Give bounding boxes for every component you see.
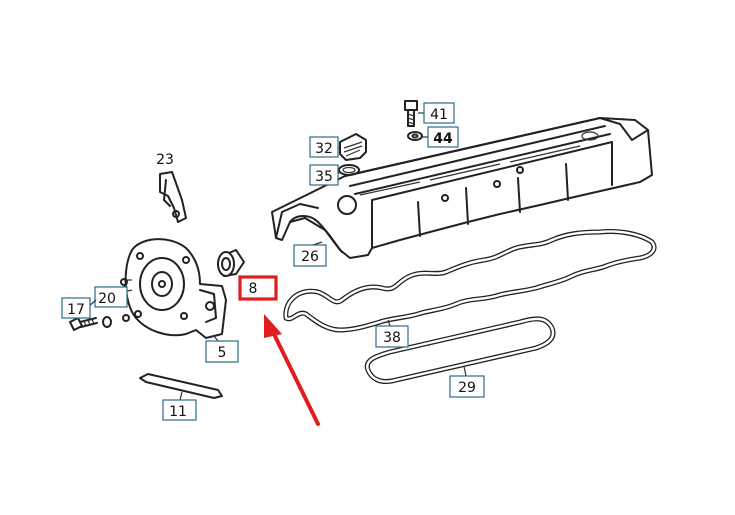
label-17: 17 [61,297,97,319]
red-arrow-pointer [264,314,320,426]
svg-text:29: 29 [458,380,476,396]
label-23: 23 [156,152,174,168]
svg-text:5: 5 [218,345,227,361]
svg-text:23: 23 [156,152,174,168]
svg-text:8: 8 [249,281,258,297]
pump-housing-drawing [123,238,227,339]
oil-filler-cap-drawing [338,133,367,176]
label-11: 11 [162,391,197,421]
svg-text:32: 32 [315,141,333,157]
label-38: 38 [375,319,409,348]
bracket-drawing [159,171,187,223]
rear-gasket-drawing [364,316,556,385]
label-20: 20 [94,283,128,308]
label-32: 32 [309,136,340,158]
label-35: 35 [309,164,341,186]
label-44: 44 [422,126,459,148]
bolt-and-washer-drawing [404,100,423,141]
label-26: 26 [293,241,327,267]
svg-text:20: 20 [98,291,116,307]
small-bolt-drawing [69,278,130,331]
valve-cover-gasket-drawing [283,229,657,333]
svg-text:35: 35 [315,169,333,185]
label-8-highlighted: 8 [238,275,278,301]
svg-text:26: 26 [301,249,319,265]
label-41: 41 [418,102,455,124]
strip-drawing [139,373,223,399]
roller-drawing [217,249,245,277]
label-5: 5 [205,335,239,363]
svg-text:17: 17 [67,302,85,318]
svg-text:11: 11 [169,404,187,420]
svg-text:44: 44 [433,131,453,147]
svg-text:41: 41 [430,107,448,123]
svg-text:38: 38 [383,330,401,346]
label-29: 29 [449,365,485,398]
valve-cover-drawing [271,117,653,259]
